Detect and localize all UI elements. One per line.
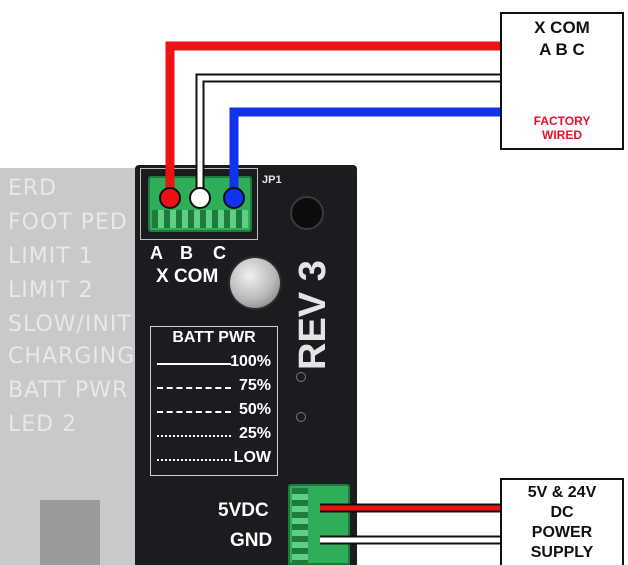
- batt-pwr-table: BATT PWR 100% 75% 50% 25% LOW: [150, 326, 278, 476]
- panel-label-limit-1: LIMIT 1: [8, 244, 94, 269]
- xcom-box-line1: X COM: [534, 18, 590, 37]
- mounting-hole: [290, 196, 324, 230]
- factory-wired-line1: FACTORY: [533, 114, 591, 128]
- batt-row-75: 75%: [151, 377, 275, 397]
- panel-label-erd: ERD: [8, 176, 58, 201]
- panel-lower-dark-strip: [40, 500, 100, 565]
- power-pin-5vdc-label: 5VDC: [218, 500, 269, 521]
- wire-white-b: [197, 75, 502, 198]
- panel-label-foot-ped: FOOT PED: [8, 210, 128, 235]
- wire-blue-c: [229, 107, 502, 198]
- jp1-label: JP1: [262, 174, 282, 186]
- batt-row-25: 25%: [151, 425, 275, 445]
- panel-label-slow-init: SLOW/INIT: [8, 312, 132, 337]
- power-supply-line1: 5V & 24V: [527, 484, 597, 501]
- jp1-screw-c: [223, 187, 245, 209]
- batt-pattern-solid: [157, 363, 231, 365]
- batt-pattern-long-dash: [157, 387, 231, 389]
- batt-row-low: LOW: [151, 449, 275, 469]
- power-supply-line3: POWER: [531, 524, 593, 541]
- panel-label-led-2: LED 2: [8, 412, 78, 437]
- panel-label-charging: CHARGING: [8, 344, 136, 369]
- jp1-pin-c-label: C: [213, 243, 226, 263]
- screw-head: [230, 258, 280, 308]
- factory-wired-line2: WIRED: [542, 128, 582, 142]
- batt-level-75: 75%: [238, 377, 271, 394]
- jp1-pin-b-label: B: [180, 243, 193, 263]
- board-component-1: [296, 372, 306, 382]
- power-supply-box: 5V & 24V DC POWER SUPPLY: [500, 478, 624, 565]
- batt-pattern-dotted: [157, 459, 231, 461]
- jp1-screw-b: [189, 187, 211, 209]
- panel-label-batt-pwr: BATT PWR: [8, 378, 129, 403]
- batt-pwr-title: BATT PWR: [172, 329, 256, 346]
- batt-row-50: 50%: [151, 401, 275, 421]
- wire-white-b-outline: [195, 73, 502, 198]
- xcom-box: X COM A B C FACTORY WIRED: [500, 12, 624, 150]
- batt-row-100: 100%: [151, 353, 275, 373]
- batt-level-low: LOW: [233, 449, 271, 466]
- xcom-box-line2: A B C: [539, 40, 585, 59]
- wire-red-a: [165, 41, 502, 198]
- panel-background: [0, 168, 135, 565]
- jp1-pin-a-label: A: [150, 243, 163, 263]
- panel-label-list: ERD FOOT PED LIMIT 1 LIMIT 2 SLOW/INIT C…: [0, 176, 135, 456]
- jp1-caption: X COM: [156, 266, 219, 287]
- board-component-2: [296, 412, 306, 422]
- batt-level-25: 25%: [238, 425, 271, 442]
- batt-level-100: 100%: [230, 353, 271, 370]
- batt-pattern-short-dash: [157, 435, 231, 437]
- power-pin-gnd-label: GND: [230, 530, 273, 551]
- panel-label-limit-2: LIMIT 2: [8, 278, 94, 303]
- jp1-screw-a: [159, 187, 181, 209]
- power-supply-line4: SUPPLY: [530, 544, 594, 561]
- jp1-pin-teeth: [152, 210, 248, 228]
- batt-pattern-medium-dash: [157, 411, 231, 413]
- power-supply-line2: DC: [550, 504, 574, 521]
- batt-level-50: 50%: [238, 401, 271, 418]
- power-terminal-teeth: [292, 488, 308, 565]
